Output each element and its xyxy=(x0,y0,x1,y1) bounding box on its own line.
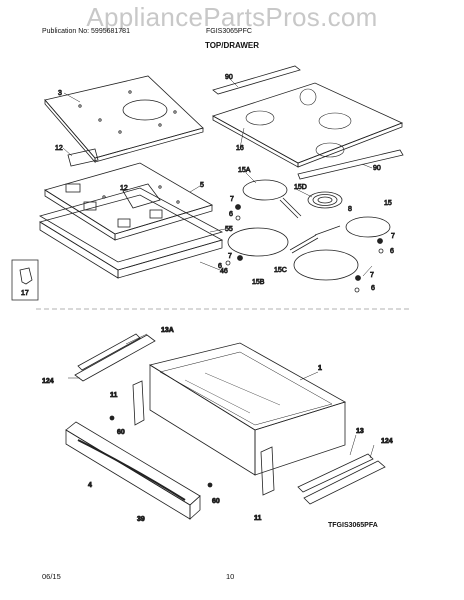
callout-15d: 15D xyxy=(294,184,307,191)
callout-55: 55 xyxy=(225,226,233,233)
callout-13a: 13A xyxy=(161,327,174,334)
insulation-frame xyxy=(38,187,224,263)
cooktop-frame xyxy=(39,194,224,279)
callout-8: 8 xyxy=(348,206,352,213)
model-number: FGIS3065PFC xyxy=(206,28,252,35)
callout-6: 6 xyxy=(371,285,375,292)
callout-124: 124 xyxy=(381,438,393,445)
callout-12: 12 xyxy=(120,185,128,192)
callout-5: 5 xyxy=(200,182,204,189)
callout-7: 7 xyxy=(391,233,395,240)
screw-icon xyxy=(377,238,383,244)
part-17-box xyxy=(11,259,39,301)
nut-icon xyxy=(235,215,241,221)
coil-element-15d xyxy=(307,191,343,209)
screw-icon xyxy=(207,482,213,488)
callout-17: 17 xyxy=(21,290,29,297)
screw-icon xyxy=(235,204,241,210)
callout-90: 90 xyxy=(225,74,233,81)
section-title: TOP/DRAWER xyxy=(204,41,260,50)
nut-icon xyxy=(225,260,231,266)
bracket-small xyxy=(67,148,99,167)
screw-icon xyxy=(355,275,361,281)
nut-icon xyxy=(378,248,384,254)
callout-15: 15 xyxy=(384,200,392,207)
radiant-element-15 xyxy=(345,216,391,238)
callout-90: 90 xyxy=(373,165,381,172)
callout-15b: 15B xyxy=(252,279,265,286)
burner-box-panel xyxy=(44,162,213,241)
drawer-slide-left xyxy=(74,334,156,382)
callout-15c: 15C xyxy=(274,267,287,274)
callout-7: 7 xyxy=(230,196,234,203)
callout-60: 60 xyxy=(117,429,125,436)
callout-7: 7 xyxy=(228,253,232,260)
callout-46: 46 xyxy=(220,268,228,275)
footer-date: 06/15 xyxy=(42,572,61,581)
callout-6: 6 xyxy=(218,263,222,270)
callout-16: 16 xyxy=(236,145,244,152)
screw-icon xyxy=(109,415,115,421)
drawer-front xyxy=(65,421,201,520)
callout-1: 1 xyxy=(318,365,322,372)
footer-page: 10 xyxy=(226,572,235,581)
callout-4: 4 xyxy=(88,482,92,489)
drawer-rail-left xyxy=(132,380,145,426)
radiant-element-15c xyxy=(293,249,359,281)
callout-6: 6 xyxy=(390,248,394,255)
callout-13: 13 xyxy=(356,428,364,435)
radiant-element-15a xyxy=(242,179,288,201)
callout-6: 6 xyxy=(229,211,233,218)
callout-7: 7 xyxy=(370,272,374,279)
callout-3: 3 xyxy=(58,90,62,97)
nut-icon xyxy=(354,287,360,293)
callout-39: 39 xyxy=(137,516,145,523)
callout-60: 60 xyxy=(212,498,220,505)
watermark: AppliancePartsPros.com xyxy=(86,2,378,32)
callout-15a: 15A xyxy=(238,167,251,174)
radiant-element-15b xyxy=(227,227,289,257)
glass-cooktop xyxy=(211,82,404,168)
callout-11: 11 xyxy=(110,392,118,399)
trim-strip-top xyxy=(212,65,301,95)
trim-strip-bottom xyxy=(297,149,404,180)
callout-11: 11 xyxy=(254,515,262,522)
drawer-slide-right xyxy=(297,453,374,493)
diagram-code: TFGIS3065PFA xyxy=(328,522,378,529)
main-top-panel xyxy=(44,75,204,164)
clip-icon xyxy=(19,267,33,285)
publication-number: Publication No: 5995681781 xyxy=(42,28,130,35)
drawer-body xyxy=(148,342,347,476)
drawer-rail-right xyxy=(260,446,275,496)
callout-12: 12 xyxy=(55,145,63,152)
callout-124: 124 xyxy=(42,378,54,385)
screw-icon xyxy=(237,255,243,261)
